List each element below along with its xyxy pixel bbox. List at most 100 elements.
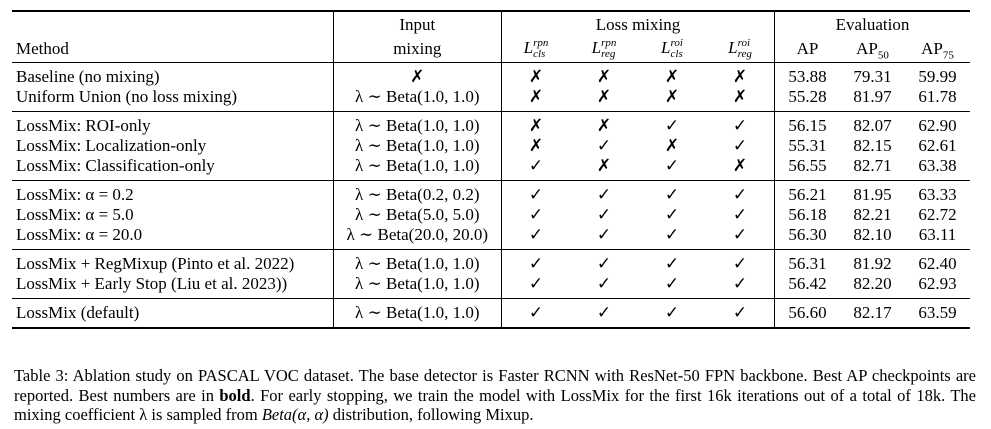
ap75-cell: 63.33 xyxy=(905,180,970,205)
ap50-cell: 82.07 xyxy=(840,111,905,136)
method-cell: LossMix: ROI-only xyxy=(12,111,334,136)
loss-mark-cell: ✓ xyxy=(596,205,612,224)
ap75-cell: 63.38 xyxy=(918,156,957,175)
loss-mark-cell: ✗ xyxy=(706,62,775,87)
ap-cell: 56.30 xyxy=(788,225,827,244)
loss-mark-cell: ✓ xyxy=(638,180,706,205)
method-cell: LossMix: Classification-only xyxy=(12,156,334,181)
method-cell: LossMix: α = 0.2 xyxy=(12,180,334,205)
loss-mark-cell: ✓ xyxy=(706,205,775,225)
input-mixing-cell: λ ∼ Beta(1.0, 1.0) xyxy=(333,136,503,156)
loss-mark-cell: ✓ xyxy=(501,249,570,274)
header-row-top: Input Loss mixing Evaluation xyxy=(12,10,970,36)
loss-mark-cell: ✗ xyxy=(501,111,570,136)
loss-mark-cell: ✗ xyxy=(528,87,544,106)
ap50-header: AP50 xyxy=(856,39,889,62)
loss-mark-cell: ✗ xyxy=(638,62,706,87)
loss-mark-cell: ✓ xyxy=(706,225,775,250)
ap75-cell: 62.90 xyxy=(905,111,970,136)
loss-mark-cell: ✓ xyxy=(706,274,775,299)
input-mixing-cell: ✗ xyxy=(333,62,503,87)
loss-mixing-header: Loss mixing xyxy=(501,10,775,36)
table-caption: Table 3: Ablation study on PASCAL VOC da… xyxy=(14,366,976,424)
ap50-cell: 82.21 xyxy=(853,205,892,224)
loss-mark-cell: ✓ xyxy=(706,180,775,205)
ap-cell: 56.60 xyxy=(774,298,840,329)
loss-mark-cell: ✗ xyxy=(664,136,680,155)
ap50-cell: 79.31 xyxy=(840,62,905,87)
ap50-cell: 81.92 xyxy=(840,249,905,274)
loss-mark-cell: ✓ xyxy=(664,156,680,175)
method-cell: LossMix + Early Stop (Liu et al. 2023)) xyxy=(12,274,334,299)
loss-mark-cell: ✓ xyxy=(570,180,638,205)
method-cell: LossMix (default) xyxy=(12,298,334,329)
loss-mark-cell: ✓ xyxy=(501,298,570,329)
method-header: Method xyxy=(12,36,334,63)
input-mixing-cell: λ ∼ Beta(1.0, 1.0) xyxy=(333,249,503,274)
loss-mark-cell: ✓ xyxy=(638,111,706,136)
ap50-cell: 82.20 xyxy=(853,274,892,293)
loss-mark-cell: ✓ xyxy=(596,136,612,155)
method-cell: Uniform Union (no loss mixing) xyxy=(12,87,334,112)
table-row: LossMix + Early Stop (Liu et al. 2023))λ… xyxy=(12,274,970,299)
input-mixing-cell: λ ∼ Beta(1.0, 1.0) xyxy=(333,111,503,136)
method-cell: Baseline (no mixing) xyxy=(12,62,334,87)
loss-mark-cell: ✓ xyxy=(596,274,612,293)
loss-mark-cell: ✓ xyxy=(596,225,612,244)
loss-mark-cell: ✓ xyxy=(706,249,775,274)
ap75-cell: 62.72 xyxy=(918,205,957,224)
table-row: Uniform Union (no loss mixing)λ ∼ Beta(1… xyxy=(12,87,970,112)
loss-mark-cell: ✓ xyxy=(706,136,775,156)
loss-mark-cell: ✗ xyxy=(501,62,570,87)
loss-mark-cell: ✓ xyxy=(638,249,706,274)
method-cell: LossMix + RegMixup (Pinto et al. 2022) xyxy=(12,249,334,274)
method-cell: LossMix: Localization-only xyxy=(12,136,334,156)
loss-mark-cell: ✓ xyxy=(664,274,680,293)
ap75-cell: 62.93 xyxy=(918,274,957,293)
loss-mark-cell: ✗ xyxy=(596,87,612,106)
ap75-cell: 62.40 xyxy=(905,249,970,274)
table-row: LossMix + RegMixup (Pinto et al. 2022)λ … xyxy=(12,249,970,274)
loss-mark-cell: ✗ xyxy=(528,136,544,155)
ap75-cell: 63.59 xyxy=(905,298,970,329)
ap-cell: 56.55 xyxy=(788,156,827,175)
loss-mark-cell: ✓ xyxy=(638,298,706,329)
loss-mark-cell: ✗ xyxy=(570,62,638,87)
input-header-line2: mixing xyxy=(333,36,503,63)
ap75-header: AP75 xyxy=(921,39,954,62)
ap50-cell: 82.71 xyxy=(853,156,892,175)
ap75-cell: 63.11 xyxy=(918,225,957,244)
loss-mark-cell: ✓ xyxy=(528,156,544,175)
ap-cell: 56.15 xyxy=(774,111,840,136)
loss-mark-cell: ✓ xyxy=(706,111,775,136)
loss-mark-cell: ✓ xyxy=(528,205,544,224)
loss-mark-cell: ✗ xyxy=(570,111,638,136)
loss-mark-cell: ✓ xyxy=(528,225,544,244)
input-mixing-cell: λ ∼ Beta(1.0, 1.0) xyxy=(333,298,503,329)
ap75-cell: 59.99 xyxy=(905,62,970,87)
ap-cell: 55.31 xyxy=(788,136,827,155)
ap50-cell: 81.95 xyxy=(840,180,905,205)
input-mixing-cell: λ ∼ Beta(1.0, 1.0) xyxy=(333,156,503,181)
method-cell: LossMix: α = 20.0 xyxy=(12,225,334,250)
loss-mark-cell: ✓ xyxy=(664,225,680,244)
input-mixing-cell: λ ∼ Beta(5.0, 5.0) xyxy=(333,205,503,225)
ap-cell: 55.28 xyxy=(788,87,827,106)
ap-header: AP xyxy=(796,39,819,58)
input-header-line1: Input xyxy=(333,10,503,36)
ap-cell: 56.42 xyxy=(788,274,827,293)
loss-mark-cell: ✗ xyxy=(596,156,612,175)
loss-mark-cell: ✗ xyxy=(706,87,775,112)
input-mixing-cell: λ ∼ Beta(1.0, 1.0) xyxy=(333,87,503,112)
